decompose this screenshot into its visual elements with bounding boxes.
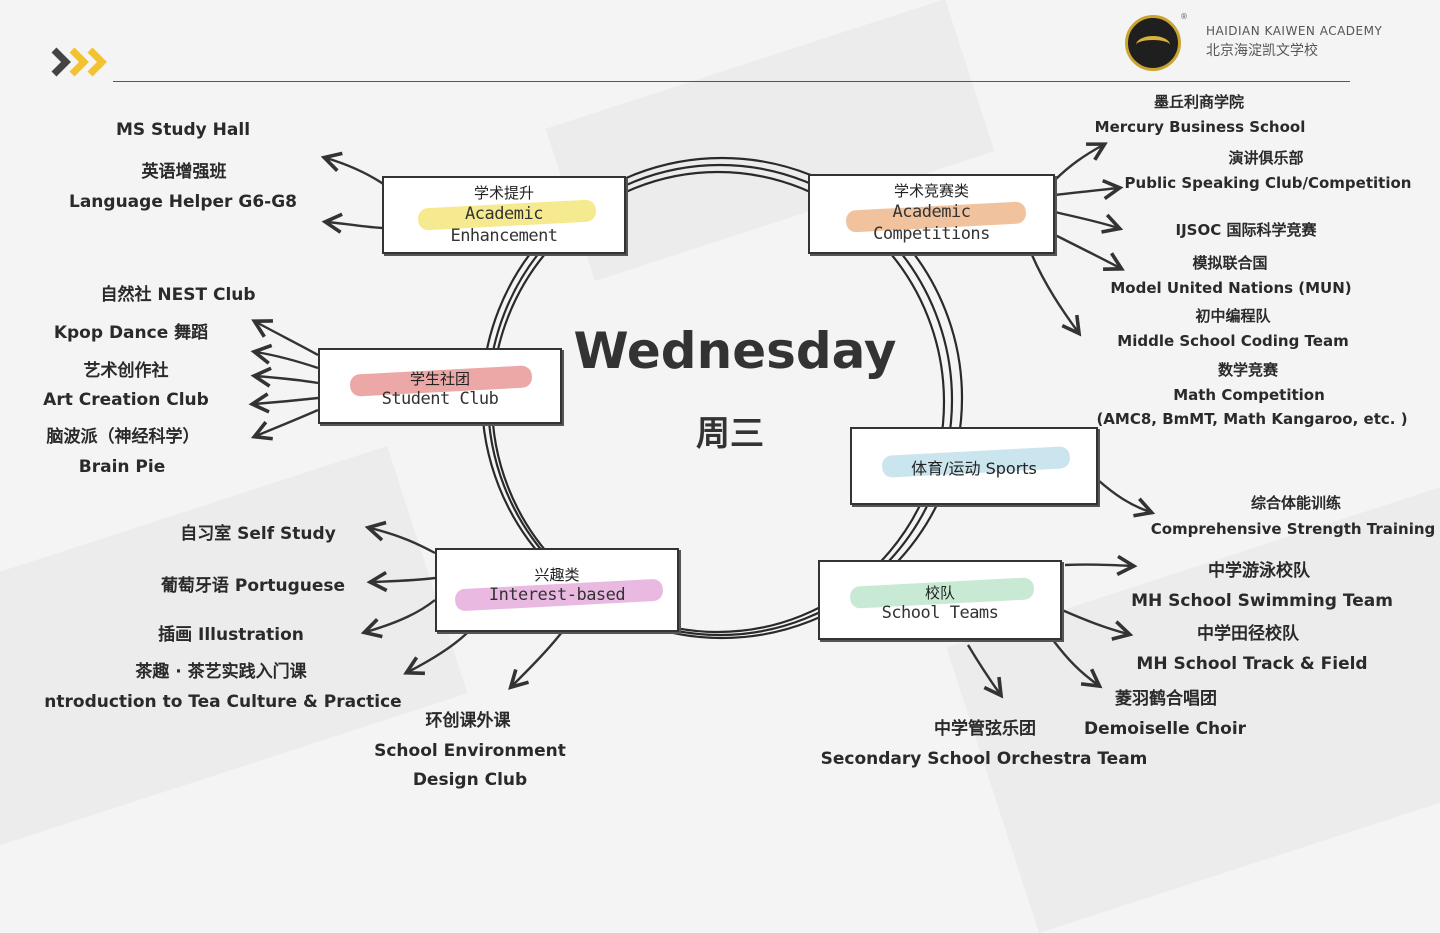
activity-brain-en: Brain Pie: [78, 457, 166, 477]
activity-coding-zh: 初中编程队: [1195, 307, 1271, 325]
activity-art-zh: 艺术创作社: [83, 361, 169, 381]
activity-art-en: Art Creation Club: [43, 390, 209, 410]
activity-choir-en: Demoiselle Choir: [1083, 719, 1247, 739]
activity-tea-en: ntroduction to Tea Culture & Practice: [44, 692, 402, 712]
activity-swim-zh: 中学游泳校队: [1208, 561, 1310, 581]
activity-kpop: Kpop Dance 舞蹈: [53, 323, 209, 343]
category-label-zh: 学术提升: [473, 184, 534, 202]
category-label-en: School Teams: [881, 603, 999, 623]
category-interest-based: 兴趣类 Interest-based: [435, 548, 679, 632]
activity-strength-en: Comprehensive Strength Training: [1150, 520, 1436, 538]
category-sports: 体育/运动 Sports: [850, 427, 1098, 505]
activity-speaking-zh: 演讲俱乐部: [1228, 149, 1304, 167]
activity-brain-zh: 脑波派（神经科学）: [46, 427, 200, 447]
activity-mercury-en: Mercury Business School: [1094, 118, 1306, 136]
category-academic-enhancement: 学术提升 Academic Enhancement: [382, 176, 626, 254]
chevrons-icon: [51, 47, 107, 77]
category-label-en: Interest-based: [488, 585, 626, 605]
activity-orchestra-zh: 中学管弦乐团: [934, 719, 1036, 739]
activity-ijsoc: IJSOC 国际科学竞赛: [1175, 221, 1317, 239]
activity-coding-en: Middle School Coding Team: [1117, 332, 1349, 350]
registered-mark: ®: [1180, 12, 1188, 21]
category-label-en: Academic Competitions: [873, 202, 990, 245]
activity-tea-zh: 茶趣 · 茶艺实践入门课: [135, 662, 307, 682]
activity-env-en2: Design Club: [412, 770, 528, 790]
activity-portuguese: 葡萄牙语 Portuguese: [160, 576, 346, 596]
day-title: Wednesday: [573, 322, 897, 380]
activity-math-en: Math Competition: [1173, 386, 1325, 404]
activity-strength-zh: 综合体能训练: [1250, 494, 1342, 512]
activity-orchestra-en: Secondary School Orchestra Team: [820, 749, 1148, 769]
school-name-en: HAIDIAN KAIWEN ACADEMY: [1206, 24, 1383, 38]
day-subtitle: 周三: [696, 414, 764, 454]
category-label-zh: 学术竞赛类: [893, 182, 969, 200]
school-name-zh: 北京海淀凯文学校: [1206, 43, 1318, 59]
category-student-club: 学生社团 Student Club: [318, 348, 562, 424]
school-logo: [1125, 15, 1181, 71]
activity-math-detail: (AMC8, BmMT, Math Kangaroo, etc. ): [1096, 410, 1408, 428]
activity-math-zh: 数学竞赛: [1217, 361, 1279, 379]
activity-self-study: 自习室 Self Study: [180, 524, 336, 544]
category-label-zh: 学生社团: [409, 370, 470, 388]
category-label-zh: 兴趣类: [534, 566, 580, 584]
category-school-teams: 校队 School Teams: [818, 560, 1062, 640]
activity-language-helper-zh: 英语增强班: [141, 162, 227, 182]
activity-track-en: MH School Track & Field: [1136, 654, 1368, 674]
category-label-en: Student Club: [381, 389, 499, 409]
activity-illustration: 插画 Illustration: [158, 625, 304, 645]
activity-mercury-zh: 墨丘利商学院: [1153, 93, 1245, 111]
activity-choir-zh: 菱羽鹤合唱团: [1115, 689, 1217, 709]
category-academic-competitions: 学术竞赛类 Academic Competitions: [808, 174, 1055, 254]
category-label: 体育/运动 Sports: [911, 459, 1037, 478]
activity-track-zh: 中学田径校队: [1197, 624, 1299, 644]
category-label-zh: 校队: [924, 584, 955, 602]
header-divider: [113, 81, 1350, 82]
activity-language-helper-en: Language Helper G6-G8: [69, 192, 297, 212]
activity-swim-en: MH School Swimming Team: [1131, 591, 1393, 611]
activity-env-en1: School Environment: [374, 741, 566, 761]
activity-mun-zh: 模拟联合国: [1192, 254, 1268, 272]
activity-mun-en: Model United Nations (MUN): [1110, 279, 1352, 297]
category-label-en: Academic Enhancement: [450, 204, 558, 247]
activity-ms-study-hall: MS Study Hall: [115, 120, 251, 140]
activity-speaking-en: Public Speaking Club/Competition: [1124, 174, 1412, 192]
activity-env-zh: 环创课外课: [425, 711, 511, 731]
activity-nest: 自然社 NEST Club: [100, 285, 256, 305]
